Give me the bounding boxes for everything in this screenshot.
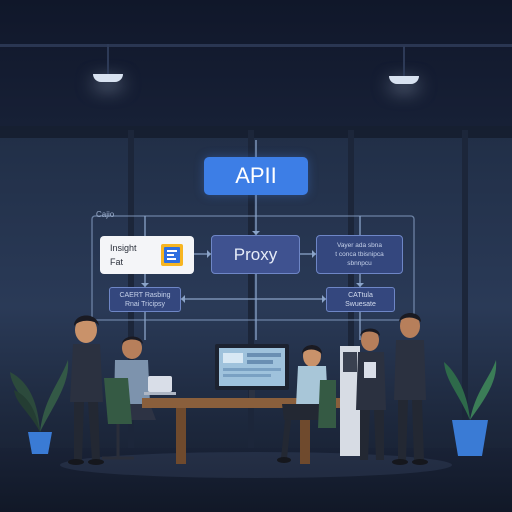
right-lower-line2: Swuesate [345,300,376,308]
desk-monitor [215,344,289,398]
person-standing-left [68,315,104,465]
dashboard-icon [161,244,183,266]
floor [0,448,512,512]
person-seated-laptop [102,336,176,460]
left-lower-line1: CAERT Rasbing [119,291,171,299]
ceiling-lamp-right [389,46,419,84]
right-node-line1: Vayer ada sbna [336,242,383,249]
plant-left [10,360,69,454]
diagram-corner-label: Cajio [96,210,115,219]
left-lower-line2: Rnai Tricipsy [124,300,166,308]
proxy-label: Proxy [233,244,278,264]
api-label: APII [235,163,277,188]
right-node-line2: t conca tbisnipca [335,251,384,258]
right-lower-line1: CATtula [348,291,373,299]
insight-node: Insight Fat [100,236,194,274]
ceiling-lamp-left [93,44,123,82]
ceiling [0,0,512,126]
desk [142,398,346,464]
ceiling-rail [0,44,512,47]
floor-light-glow [60,452,452,478]
right-node: Vayer ada sbna t conca tbisnipca sbnnpcu [316,235,403,274]
person-standing-tablet [340,328,386,460]
api-node: APII [204,157,308,195]
proxy-node: Proxy [211,235,300,274]
person-standing-right [392,313,428,465]
right-lower-node: CATtula Swuesate [326,287,395,312]
window-mullion [462,130,468,450]
plant-right [444,360,497,456]
insight-line2: Fat [110,257,124,267]
left-lower-node: CAERT Rasbing Rnai Tricipsy [109,287,181,312]
right-node-line3: sbnnpcu [347,260,372,267]
person-seated-woman [277,345,336,463]
insight-line1: Insight [110,243,137,253]
insight-text: Insight Fat [110,241,137,269]
